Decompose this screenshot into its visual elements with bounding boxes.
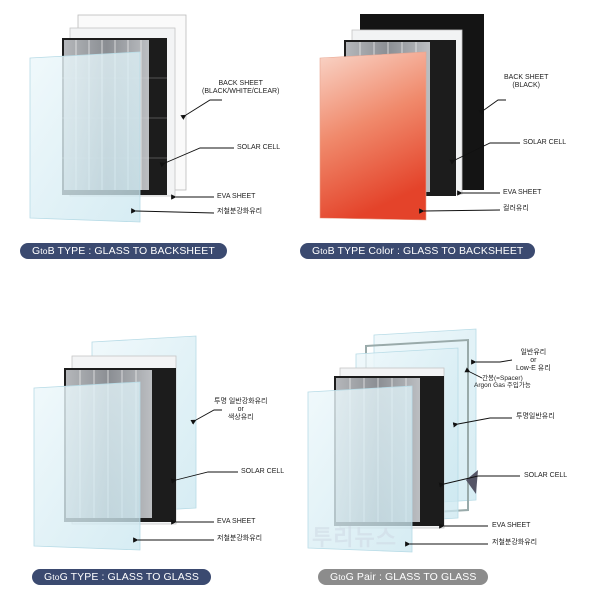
solar-cell-label: SOLAR CELL xyxy=(241,468,285,475)
glass-label: 저철분강화유리 xyxy=(492,539,538,546)
panel-title-gtog: GtoG TYPE : GLASS TO GLASS xyxy=(32,569,212,585)
color-glass-layer xyxy=(319,51,427,221)
solar-cell-label: SOLAR CELL xyxy=(524,472,568,479)
panel-gtog-pair-art xyxy=(307,328,520,553)
panel-title-gtob: GtoB TYPE : GLASS TO BACKSHEET xyxy=(20,243,227,259)
front-glass-layer xyxy=(307,385,413,553)
back-sheet-label: BACK SHEET (BLACK) xyxy=(504,74,549,90)
front-glass-layer xyxy=(33,381,141,551)
glass-label: 저철분강화유리 xyxy=(217,535,263,542)
eva-sheet-label: EVA SHEET xyxy=(217,193,256,200)
spacer-label: 간봉(=Spacer) Argon Gas 주입가능 xyxy=(474,375,531,390)
eva-sheet-label: EVA SHEET xyxy=(217,518,256,525)
panel-title-gtob-color: GtoB TYPE Color : GLASS TO BACKSHEET xyxy=(300,243,536,259)
panel-gtob-color-art xyxy=(319,14,520,221)
watermark: 투리뉴스 xyxy=(312,525,397,550)
front-glass-layer xyxy=(29,51,141,223)
panel-gtog-art xyxy=(33,335,238,551)
eva-sheet-label: EVA SHEET xyxy=(492,522,531,529)
clear-glass-label: 투명일반유리 xyxy=(516,413,555,420)
panel-gtob-art xyxy=(29,14,234,223)
panel-title-gtog-pair: GtoG Pair : GLASS TO GLASS xyxy=(318,569,489,585)
outer-glass-label: 일반유리 or Low-E 유리 xyxy=(516,349,551,373)
rear-glass-label: 투명 일반강화유리 or 색상유리 xyxy=(214,398,268,422)
eva-sheet-label: EVA SHEET xyxy=(503,189,542,196)
solar-cell-label: SOLAR CELL xyxy=(523,139,567,146)
back-sheet-label: BACK SHEET (BLACK/WHITE/CLEAR) xyxy=(202,80,280,96)
spacer-corner-detail xyxy=(466,470,478,494)
solar-cell-label: SOLAR CELL xyxy=(237,144,281,151)
glass-label: 저철분강화유리 xyxy=(217,208,263,215)
glass-label: 컬러유리 xyxy=(503,205,529,212)
